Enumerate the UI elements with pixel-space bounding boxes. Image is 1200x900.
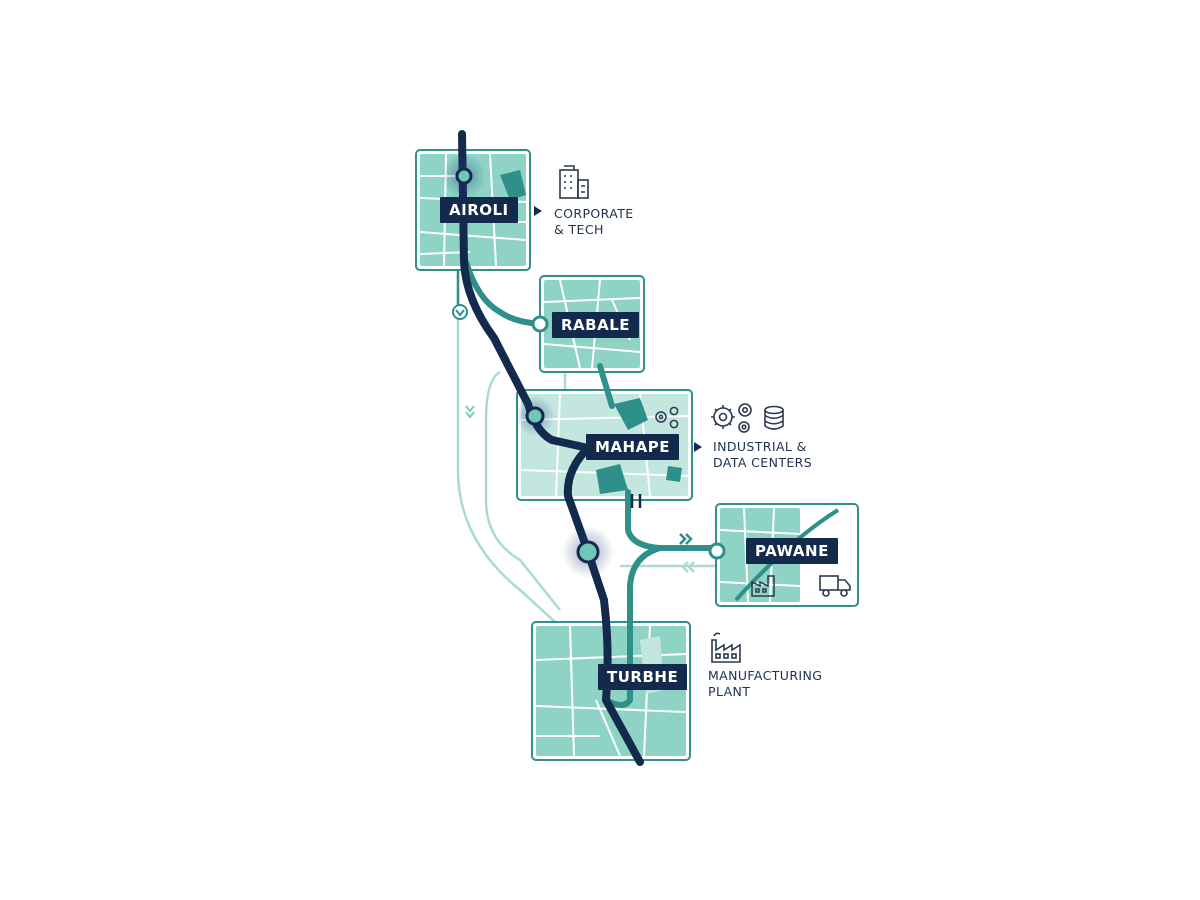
callout-industrial-line1: INDUSTRIAL & xyxy=(713,439,807,454)
small-factory-icon xyxy=(751,575,775,597)
callout-manufacturing-line1: MANUFACTURING xyxy=(708,668,823,683)
mahape-station-node xyxy=(525,406,545,426)
pawane-station-node xyxy=(708,542,726,560)
hub-label-airoli: AIROLI xyxy=(440,197,518,223)
small-gears-icon xyxy=(655,406,679,429)
turbhe-district-tile xyxy=(531,621,691,761)
hub-label-pawane: PAWANE xyxy=(746,538,838,564)
branch-routes xyxy=(463,259,719,708)
direction-chevrons xyxy=(452,304,695,573)
callout-industrial-line2: DATA CENTERS xyxy=(713,455,813,470)
callout-corporate-line1: CORPORATE xyxy=(554,206,634,221)
callout-corporate-line2: & TECH xyxy=(554,222,604,237)
truck-icon xyxy=(819,575,851,597)
callout-manufacturing-line2: PLANT xyxy=(708,684,751,699)
airoli-station-node xyxy=(455,167,473,185)
callout-corporate-tech: CORPORATE & TECH xyxy=(554,206,634,238)
office-building-icon xyxy=(559,165,589,199)
factory-icon xyxy=(711,632,741,663)
hub-label-turbhe: TURBHE xyxy=(598,664,688,690)
station-nodes xyxy=(442,154,726,578)
callout-manufacturing-plant: MANUFACTURING PLANT xyxy=(708,668,822,700)
gears-and-database-icon xyxy=(711,403,784,433)
callout-industrial-data-centers: INDUSTRIAL & DATA CENTERS xyxy=(713,439,812,471)
hub-label-rabale: RABALE xyxy=(552,312,640,338)
rabale-station-node xyxy=(531,315,549,333)
hub-label-mahape: MAHAPE xyxy=(586,434,679,460)
interchange-station-node xyxy=(576,540,600,564)
